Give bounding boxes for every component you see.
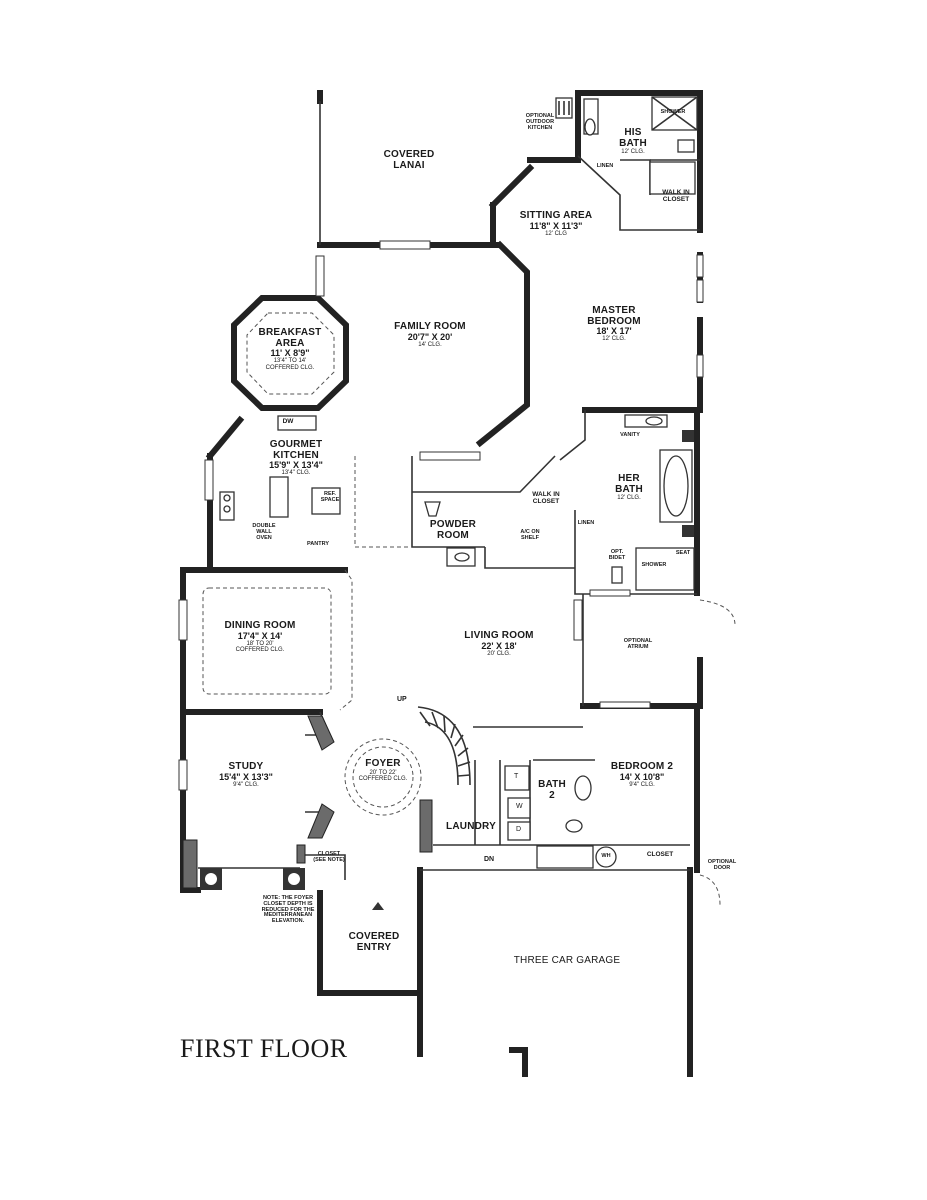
label-bedroom-2: BEDROOM 2 14' X 10'8" 9'4" CLG. <box>610 761 674 788</box>
label-optional-door: OPTIONAL DOOR <box>707 859 737 871</box>
label-breakfast-area: BREAKFAST AREA 11' X 8'9" 13'4" TO 14' C… <box>258 327 322 371</box>
label-bath-2: BATH 2 <box>538 779 566 801</box>
label-gourmet-kitchen: GOURMET KITCHEN 15'9" X 13'4" 13'4" CLG. <box>269 439 323 477</box>
label-linen-his: LINEN <box>596 163 614 169</box>
label-ac-shelf: A/C ON SHELF <box>520 529 540 541</box>
label-powder-room: POWDER ROOM <box>429 519 477 541</box>
label-living-room: LIVING ROOM 22' X 18' 20' CLG. <box>464 630 534 657</box>
label-covered-entry: COVERED ENTRY <box>348 931 400 953</box>
label-shower-her: SHOWER <box>641 562 667 568</box>
mark-t: T <box>514 773 519 780</box>
page-title: FIRST FLOOR <box>180 1034 348 1063</box>
hatched-walls <box>182 715 433 889</box>
fixtures <box>200 96 698 910</box>
label-three-car-garage: THREE CAR GARAGE <box>513 955 621 966</box>
mark-w: W <box>516 803 523 810</box>
windows <box>178 240 736 906</box>
label-dining-room: DINING ROOM 17'4" X 14' 18' TO 20' COFFE… <box>224 620 296 654</box>
label-outdoor-kitchen: OPTIONAL OUTDOOR KITCHEN <box>525 113 555 131</box>
label-water-heater: WH <box>601 853 611 859</box>
label-walk-in-closet-his: WALK IN CLOSET <box>662 189 690 203</box>
label-pantry: PANTRY <box>307 541 329 547</box>
label-dw: DW <box>282 418 294 425</box>
label-family-room: FAMILY ROOM 20'7" X 20' 14' CLG. <box>394 321 466 348</box>
label-master-bedroom: MASTER BEDROOM 18' X 17' 12' CLG. <box>587 305 641 343</box>
label-opt-bidet: OPT. BIDET <box>608 549 626 561</box>
label-optional-atrium: OPTIONAL ATRIUM <box>623 638 653 650</box>
label-walk-in-closet-her: WALK IN CLOSET <box>532 491 560 505</box>
label-double-wall-oven: DOUBLE WALL OVEN <box>252 523 276 541</box>
foyer-closet-note: NOTE: THE FOYER CLOSET DEPTH IS REDUCED … <box>261 895 315 925</box>
label-ref-space: REF. SPACE <box>320 491 340 503</box>
spiral-stair <box>417 706 471 786</box>
label-seat: SEAT <box>675 550 691 556</box>
stair-up-mark: UP <box>397 696 407 703</box>
label-laundry: LAUNDRY <box>446 821 496 832</box>
label-closet-foyer: CLOSET (SEE NOTE) <box>313 851 345 863</box>
label-her-bath: HER BATH 12' CLG. <box>615 473 643 501</box>
label-covered-lanai: COVERED LANAI <box>383 149 435 171</box>
ceiling-outlines <box>202 312 422 816</box>
label-his-bath: HIS BATH 12' CLG. <box>619 127 647 155</box>
label-foyer: FOYER 20' TO 22' COFFERED CLG. <box>358 758 408 782</box>
label-linen-her: LINEN <box>577 520 595 526</box>
label-study: STUDY 15'4" X 13'3" 9'4" CLG. <box>219 761 273 788</box>
label-sitting-area: SITTING AREA 11'8" X 11'3" 12' CLG <box>519 210 593 237</box>
label-shower-his: SHOWER <box>660 109 686 115</box>
label-closet-bedroom-2: CLOSET <box>646 851 674 858</box>
mark-d: D <box>516 826 522 833</box>
stair-down-mark: DN <box>484 856 495 863</box>
exterior-walls <box>180 90 703 1077</box>
label-vanity: VANITY <box>620 432 640 438</box>
